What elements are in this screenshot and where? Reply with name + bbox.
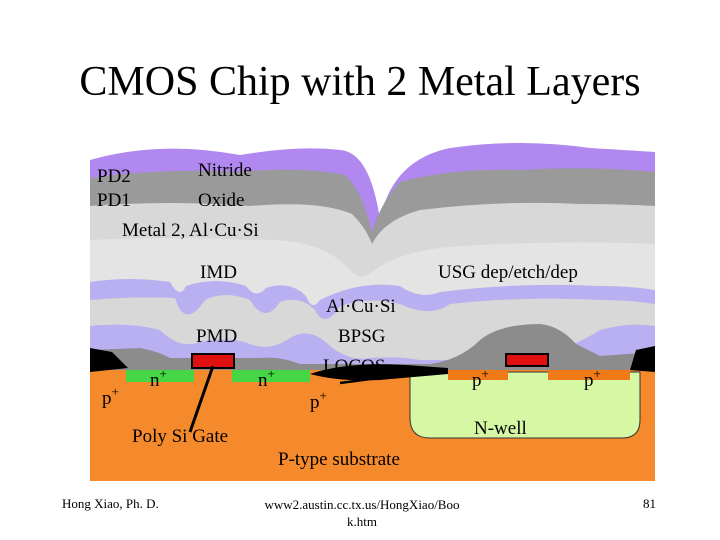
p-plus-label-center: p+ xyxy=(310,388,327,413)
p-plus-region-left xyxy=(448,370,508,380)
footer-page-number: 81 xyxy=(643,496,656,511)
metal1-label: Al·Cu·Si xyxy=(326,296,396,317)
footer-url: www2.austin.cc.tx.us/HongXiao/Boo k.htm xyxy=(254,496,470,530)
poly-gate-label: Poly Si Gate xyxy=(132,426,228,447)
usg-label: USG dep/etch/dep xyxy=(438,262,578,283)
n-plus-label-right: n+ xyxy=(258,366,275,391)
nwell-label: N-well xyxy=(474,418,527,439)
footer-url-line2: k.htm xyxy=(347,514,377,529)
p-plus-label-nwell-left: p+ xyxy=(472,366,489,391)
n-plus-label-left: n+ xyxy=(150,366,167,391)
locos-label: LOCOS xyxy=(323,356,385,377)
pmd-label: PMD xyxy=(196,326,237,347)
locos-oxide-right xyxy=(630,346,655,372)
pd2-label: PD2 xyxy=(97,166,131,187)
n-plus-region-right xyxy=(232,370,310,382)
oxide-label: Oxide xyxy=(198,190,244,211)
p-plus-label-nwell-right: p+ xyxy=(584,366,601,391)
nitride-label: Nitride xyxy=(198,160,252,181)
pd1-label: PD1 xyxy=(97,190,131,211)
imd-label: IMD xyxy=(200,262,237,283)
locos-leader xyxy=(339,368,441,385)
poly-gate-pmos xyxy=(505,353,549,367)
locos-oxide-left xyxy=(90,348,128,372)
p-plus-region-right xyxy=(548,370,630,380)
locos-oxide-center xyxy=(310,364,448,381)
footer-author: Hong Xiao, Ph. D. xyxy=(62,496,159,511)
slide-title: CMOS Chip with 2 Metal Layers xyxy=(79,59,641,105)
n-well xyxy=(409,371,641,439)
n-plus-region-left xyxy=(126,370,194,382)
substrate-label: P-type substrate xyxy=(278,449,400,470)
poly-gate-nmos xyxy=(191,353,235,369)
poly-gate-leader xyxy=(188,365,215,433)
p-plus-label-left: p+ xyxy=(102,384,119,409)
footer-url-line1: www2.austin.cc.tx.us/HongXiao/Boo xyxy=(264,497,460,512)
bpsg-label: BPSG xyxy=(338,326,386,347)
metal2-label: Metal 2, Al·Cu·Si xyxy=(122,220,259,241)
